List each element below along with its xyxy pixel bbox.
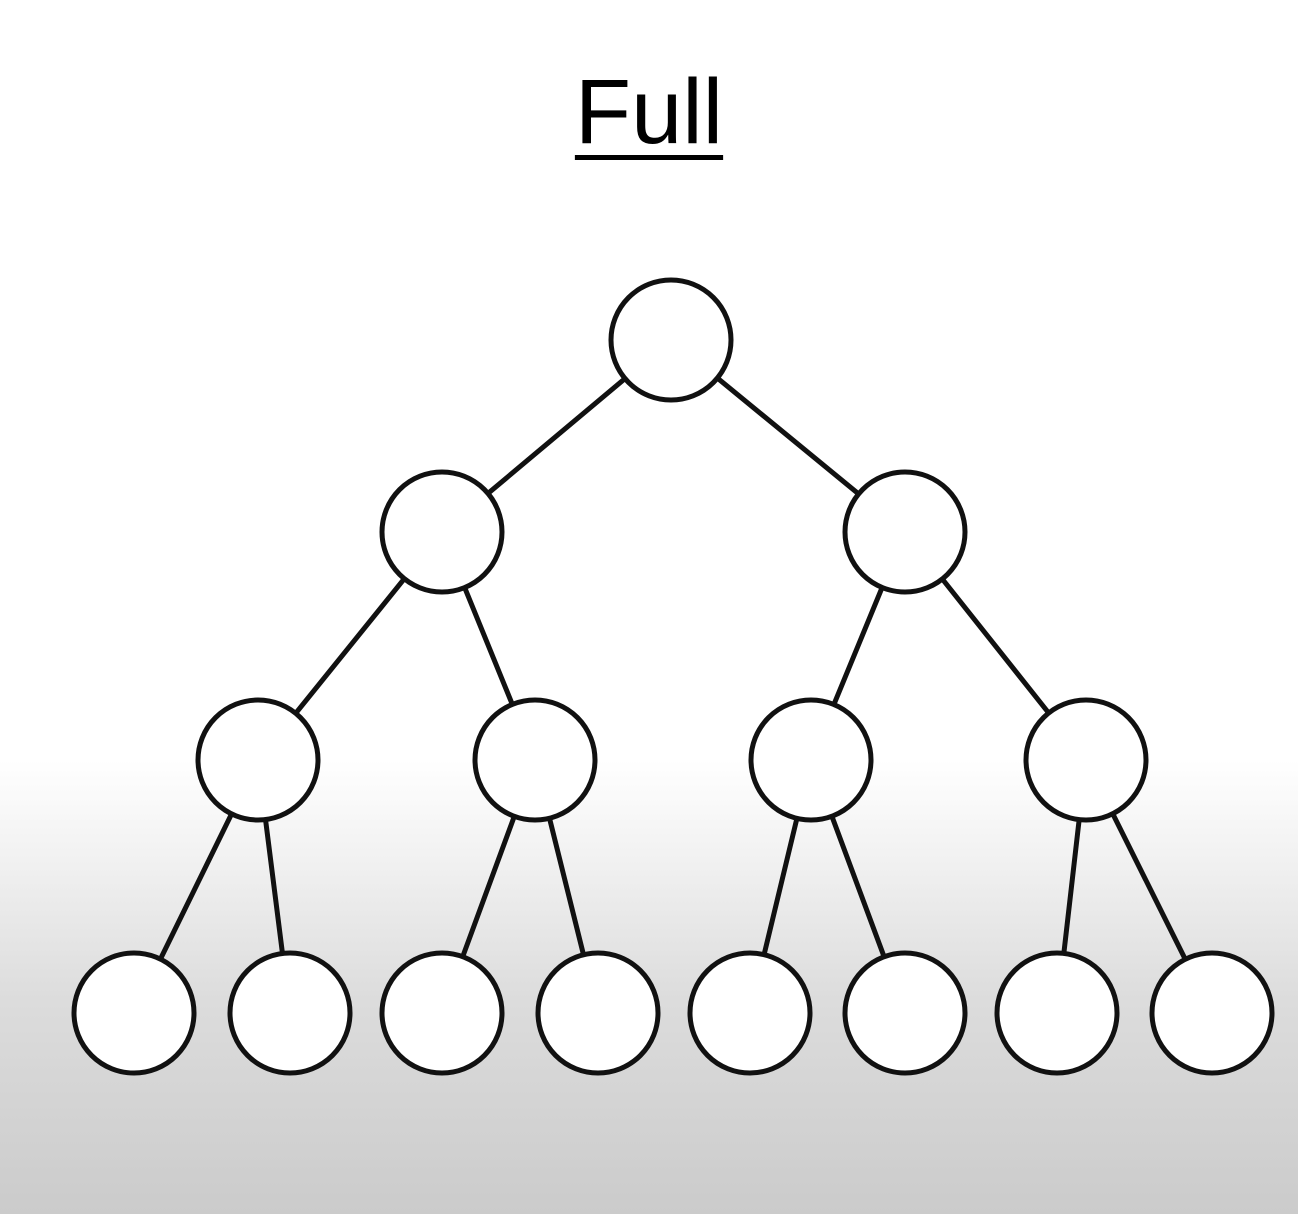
tree-node <box>379 469 505 595</box>
tree-edges <box>157 375 1188 962</box>
leaf-node <box>994 950 1120 1076</box>
tree-edge <box>1110 811 1188 962</box>
tree-edge <box>761 815 800 958</box>
diagram-title: Full <box>574 61 724 163</box>
tree-edge <box>714 375 862 497</box>
leaf-node <box>687 950 813 1076</box>
tree-node <box>842 469 968 595</box>
leaf-node <box>1149 950 1275 1076</box>
leaf-node <box>379 950 505 1076</box>
tree-edge <box>1061 817 1082 956</box>
tree-edge <box>263 817 285 956</box>
tree-nodes <box>71 277 1275 1076</box>
tree-edge <box>546 815 587 958</box>
tree-edge <box>293 576 407 716</box>
root-node <box>608 277 734 403</box>
tree-edge <box>462 585 515 707</box>
tree-edge <box>460 813 517 960</box>
leaf-node <box>535 950 661 1076</box>
tree-node <box>195 697 321 823</box>
leaf-node <box>71 950 197 1076</box>
tree-node <box>1023 697 1149 823</box>
leaf-node <box>227 950 353 1076</box>
tree-edge <box>939 576 1052 716</box>
tree-node <box>748 697 874 823</box>
tree-edge <box>831 584 885 708</box>
tree-edge <box>829 813 887 960</box>
tree-node <box>472 697 598 823</box>
leaf-node <box>842 950 968 1076</box>
tree-edge <box>157 811 235 962</box>
tree-edge <box>485 376 628 496</box>
